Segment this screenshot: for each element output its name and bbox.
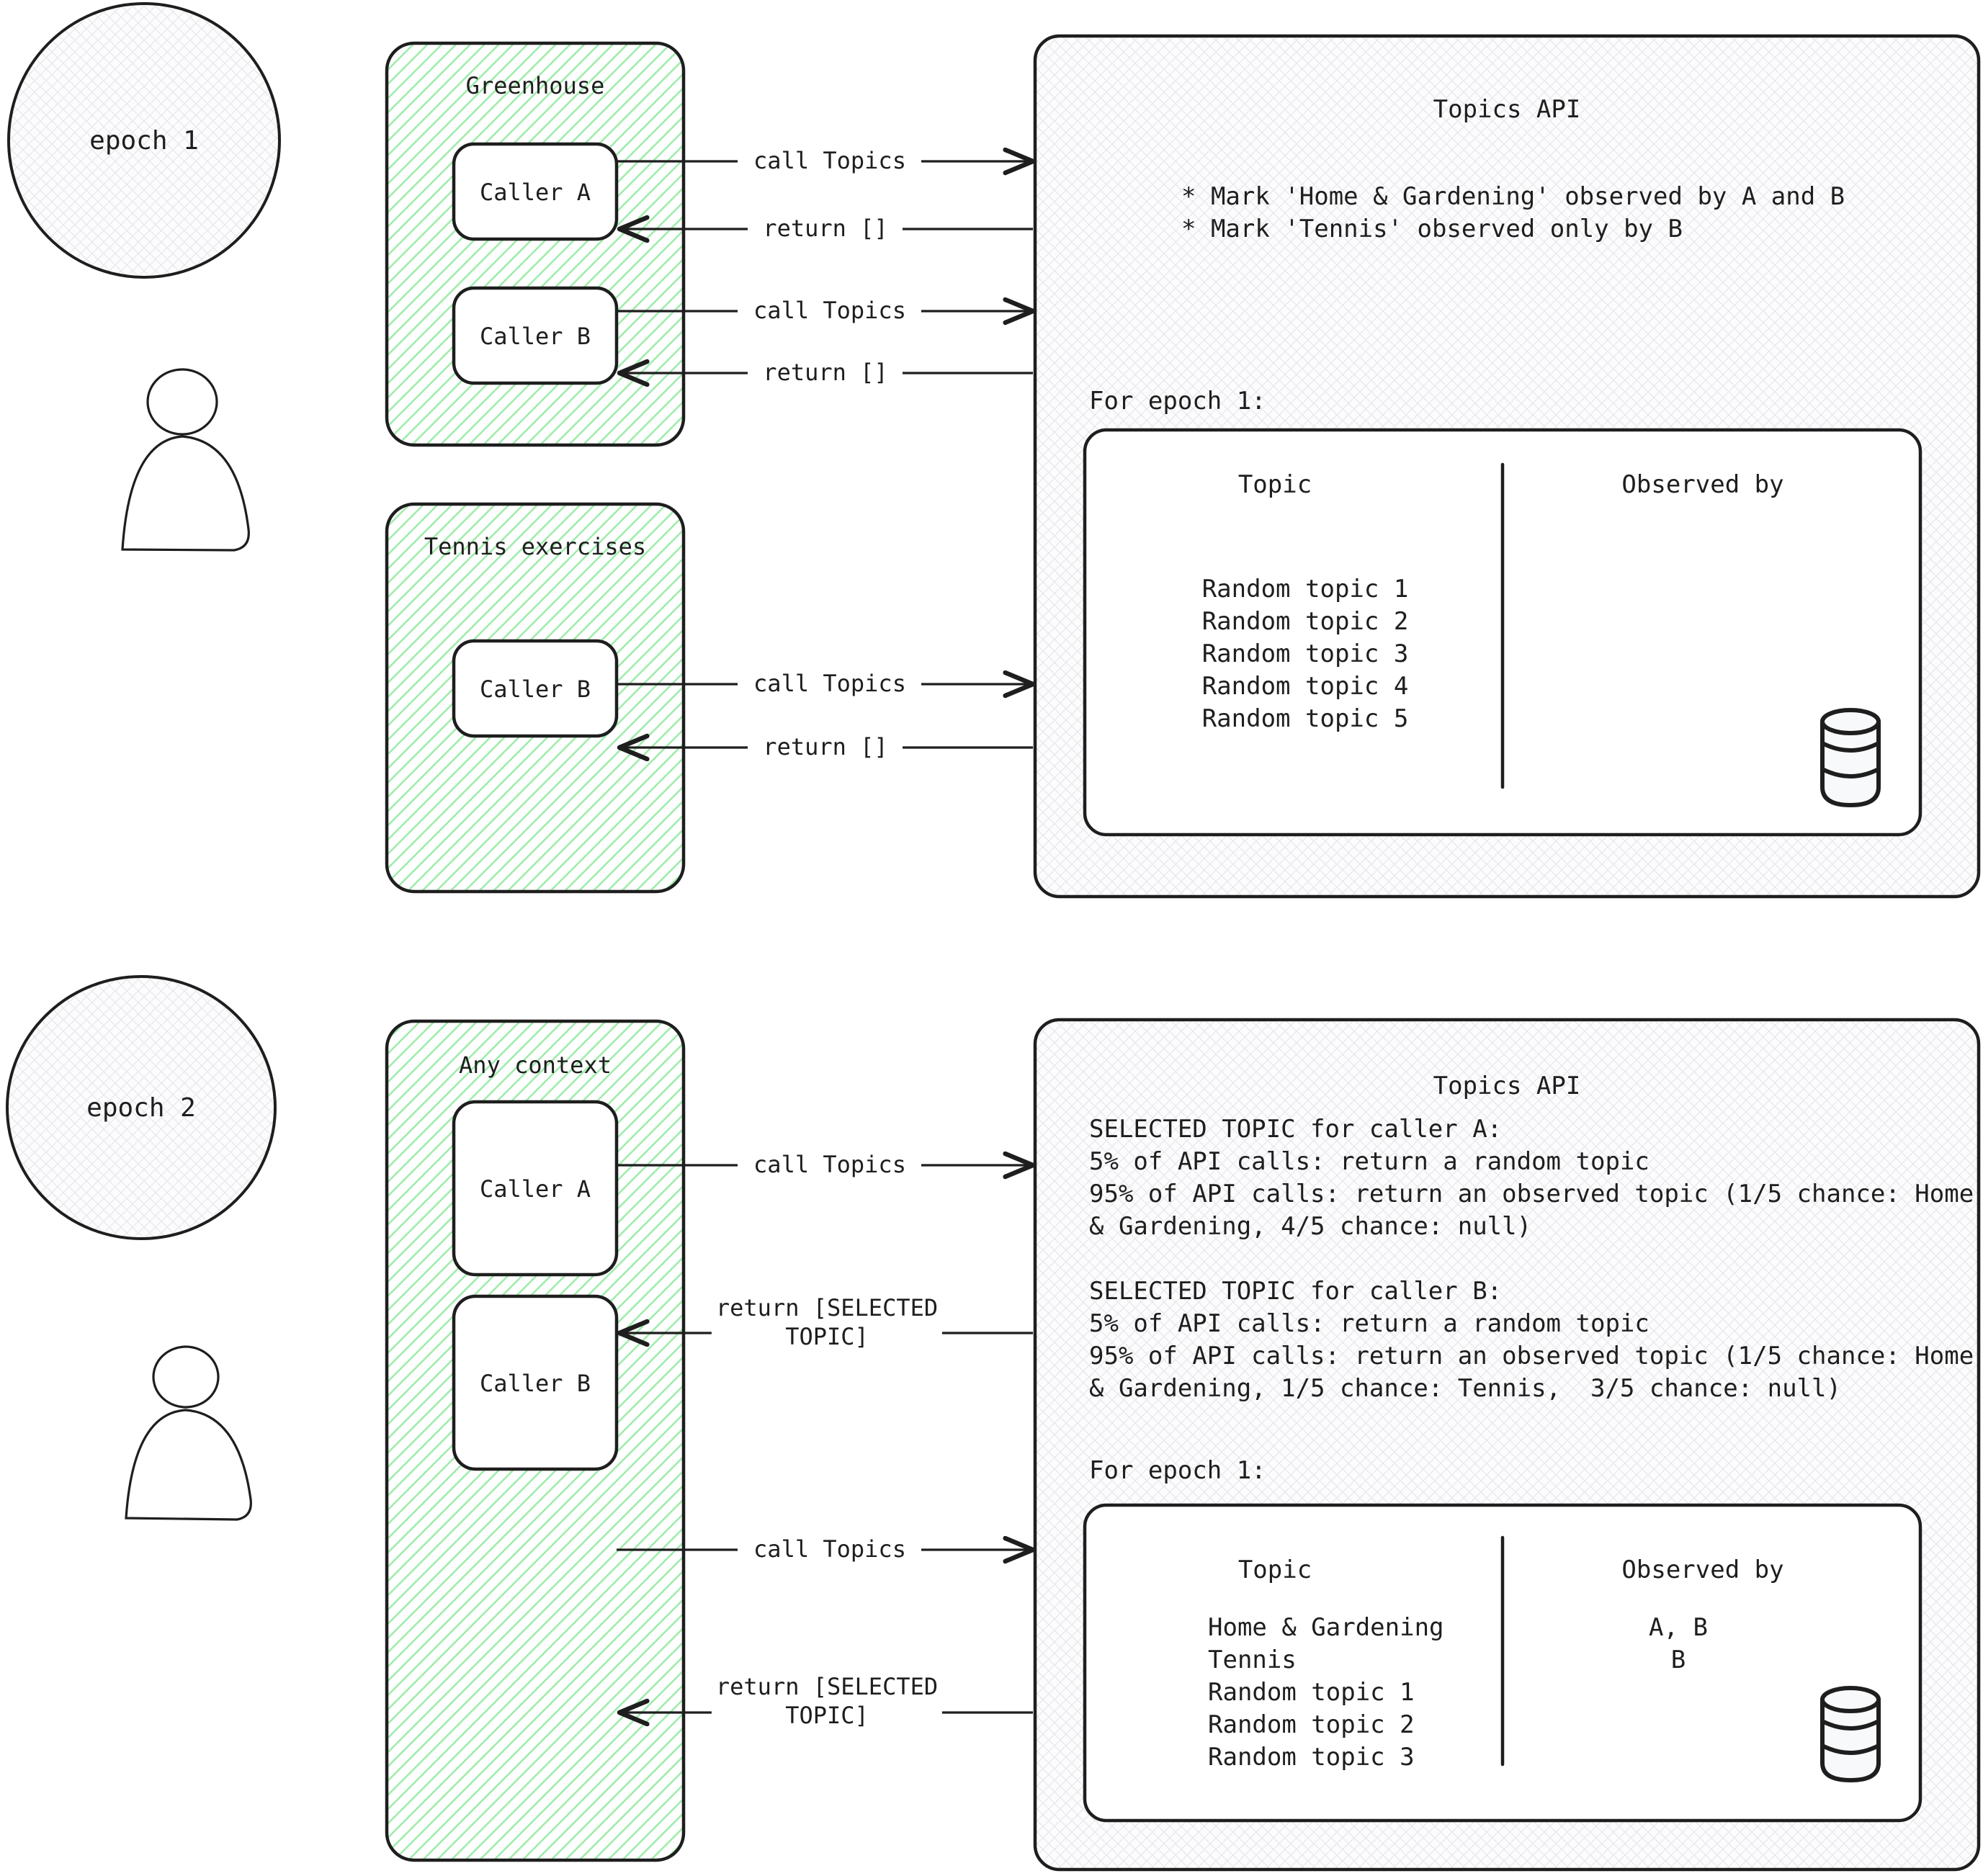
epoch2-api-title: Topics API (1433, 1072, 1581, 1100)
table-row-observed: A, B (1649, 1613, 1708, 1642)
arrow-label-return-b2: return [SELECTED TOPIC] (711, 1672, 943, 1730)
table-row: Random topic 3 (1201, 639, 1409, 668)
arrow-label-return-a2: return [SELECTED TOPIC] (711, 1293, 943, 1351)
table-row: Random topic 3 (1208, 1743, 1415, 1772)
table-row: Home & Gardening (1208, 1613, 1444, 1642)
table-row: Random topic 1 (1201, 575, 1409, 603)
epoch2-label: epoch 2 (86, 1093, 196, 1123)
epoch1-database-cylinder-icon (1820, 708, 1881, 807)
epoch2-api-line-8: 95% of API calls: return an observed top… (1089, 1342, 1974, 1370)
table-row: Random topic 5 (1201, 704, 1409, 733)
epoch2-table-caption: For epoch 1: (1089, 1456, 1266, 1485)
arrow-label-call-topics-t1: call Topics (749, 670, 910, 697)
epoch1-api-bullet-2: * Mark 'Tennis' observed only by B (1181, 215, 1683, 243)
epoch1-table-col-topic: Topic (1237, 470, 1312, 499)
epoch2-database-cylinder-icon (1820, 1686, 1881, 1782)
epoch1-api-title: Topics API (1433, 95, 1581, 124)
table-row: Random topic 1 (1208, 1678, 1415, 1707)
epoch1-table-caption: For epoch 1: (1089, 387, 1266, 416)
arrow-label-call-topics-b2: call Topics (749, 1535, 910, 1563)
arrow-label-call-topics-b1: call Topics (749, 297, 910, 324)
epoch2-api-line-2: 5% of API calls: return a random topic (1089, 1147, 1649, 1176)
epoch2-table-col-observed: Observed by (1621, 1556, 1784, 1584)
epoch1-table-col-observed: Observed by (1621, 470, 1784, 499)
greenhouse-title: Greenhouse (465, 72, 605, 99)
table-row: Tennis (1208, 1646, 1297, 1674)
epoch2-table-col-topic: Topic (1237, 1556, 1312, 1584)
table-row: Random topic 4 (1201, 672, 1409, 701)
epoch2-api-line-1: SELECTED TOPIC for caller A: (1089, 1115, 1503, 1144)
arrow-label-call-topics-a2: call Topics (749, 1151, 910, 1178)
arrow-label-return-b1: return [] (758, 359, 892, 386)
epoch1-actor-icon (121, 368, 250, 552)
table-row: Random topic 2 (1208, 1710, 1415, 1739)
epoch2-api-line-7: 5% of API calls: return a random topic (1089, 1309, 1649, 1338)
greenhouse-container (385, 41, 686, 447)
table-row: Random topic 2 (1201, 607, 1409, 636)
arrow-label-return-a1: return [] (758, 215, 892, 242)
epoch1-label: epoch 1 (89, 126, 199, 156)
epoch2-api-line-9: & Gardening, 1/5 chance: Tennis, 3/5 cha… (1089, 1374, 1841, 1403)
epoch2-api-line-3: 95% of API calls: return an observed top… (1089, 1180, 1974, 1208)
epoch1-arrow-group (617, 161, 1033, 748)
any-context-container (385, 1019, 686, 1862)
tennis-exercises-title: Tennis exercises (424, 533, 647, 560)
epoch1-api-bullet-1: * Mark 'Home & Gardening' observed by A … (1181, 182, 1845, 211)
epoch2-actor-icon (125, 1345, 252, 1521)
arrow-label-return-t1: return [] (758, 733, 892, 760)
arrow-label-call-topics-a1: call Topics (749, 147, 910, 174)
epoch2-arrow-group (617, 1165, 1033, 1713)
tennis-caller-b-label: Caller B (479, 676, 591, 703)
greenhouse-caller-b-label: Caller B (479, 323, 591, 350)
epoch1-topics-api-box (1033, 34, 1981, 899)
greenhouse-caller-a-label: Caller A (479, 179, 591, 206)
table-row-observed: B (1670, 1646, 1686, 1674)
epoch2-api-line-4: & Gardening, 4/5 chance: null) (1089, 1212, 1532, 1241)
context-caller-b-label: Caller B (479, 1370, 591, 1397)
any-context-title: Any context (459, 1051, 612, 1079)
context-caller-a-label: Caller A (479, 1175, 591, 1203)
epoch2-api-line-6: SELECTED TOPIC for caller B: (1089, 1277, 1503, 1306)
